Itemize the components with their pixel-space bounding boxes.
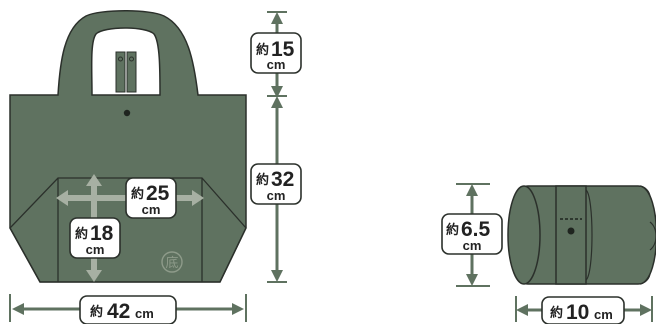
svg-text:18: 18 [90,222,114,245]
folded-pouch [507,185,656,285]
svg-text:25: 25 [146,182,170,205]
snap-button [123,109,131,117]
svg-text:約: 約 [256,172,269,188]
label-folded-length: 約 10 cm [541,296,625,324]
pouch-band [555,185,587,285]
svg-text:10: 10 [566,301,589,324]
svg-text:cm: cm [135,306,154,321]
svg-text:約: 約 [131,186,144,202]
svg-text:6.5: 6.5 [461,218,491,241]
bag-body [9,10,247,283]
svg-text:約: 約 [75,226,88,242]
pouch-snap [567,227,575,235]
label-bottom-width: 約 25 cm [125,177,177,219]
handle-opening [90,27,161,96]
svg-text:約: 約 [550,305,563,321]
svg-text:cm: cm [463,238,482,253]
inner-tab-left [115,51,126,93]
label-width: 約 42 cm [79,295,177,324]
label-body-height: 約 32 cm [250,163,302,205]
bottom-mark-circle [161,251,183,273]
label-handle-height: 約 15 cm [250,32,302,74]
svg-text:約: 約 [256,42,269,58]
svg-text:15: 15 [271,38,295,61]
svg-text:約: 約 [446,222,459,238]
bottom-mark: 底 [165,255,178,271]
pouch-right-end [639,185,656,285]
svg-text:cm: cm [594,307,613,322]
tote-bag: 底 [9,10,247,283]
inner-tab-right [126,51,137,93]
label-bottom-depth: 約 18 cm [69,217,121,259]
svg-text:cm: cm [267,188,286,203]
svg-text:約: 約 [90,304,103,320]
label-folded-height: 約 6.5 cm [441,213,503,255]
svg-text:42: 42 [107,300,130,323]
svg-text:cm: cm [267,57,286,72]
pouch-left-end [507,185,541,285]
svg-text:cm: cm [142,202,161,217]
svg-text:32: 32 [271,168,294,191]
svg-text:cm: cm [86,242,105,257]
